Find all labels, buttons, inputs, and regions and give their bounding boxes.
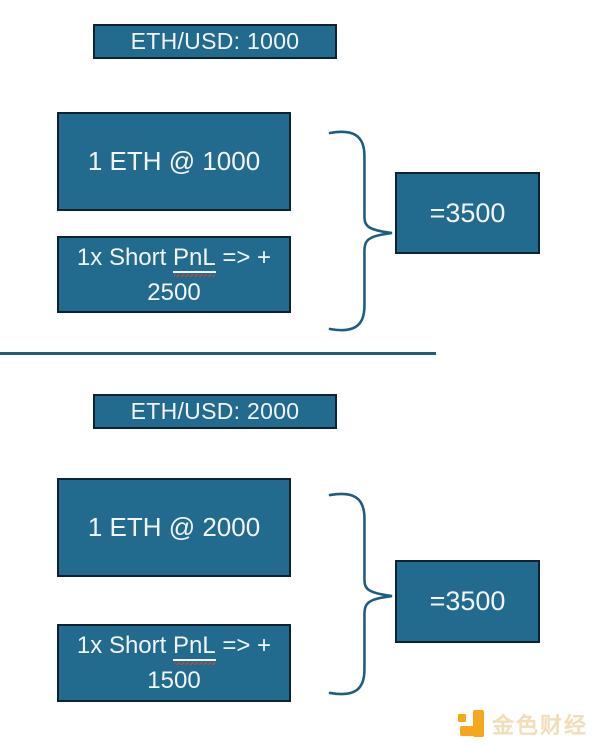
result-box-2-label: =3500	[429, 586, 506, 616]
jinse-finance-watermark: 金色财经	[457, 708, 588, 740]
logo-square	[457, 714, 466, 722]
pnl-box-2-line1: 1x Short PnL => +	[77, 628, 271, 663]
pnl-box-1-value: 2500	[147, 278, 201, 306]
price-header-2: ETH/USD: 2000	[93, 394, 337, 429]
result-box-1: =3500	[395, 172, 540, 254]
jinse-logo-icon	[457, 710, 485, 738]
asset-box-1: 1 ETH @ 1000	[57, 112, 291, 211]
price-header-2-label: ETH/USD: 2000	[130, 398, 300, 424]
pnl-prefix: 1x Short	[76, 632, 167, 659]
section-divider	[0, 352, 436, 355]
result-box-1-label: =3500	[429, 197, 506, 228]
logo-bar	[472, 710, 484, 737]
curly-brace-1	[328, 130, 393, 332]
pnl-box-1-line1: 1x Short PnL => +	[77, 240, 271, 275]
logo-foot	[459, 726, 474, 736]
pnl-suffix: => +	[222, 632, 272, 659]
asset-box-1-label: 1 ETH @ 1000	[87, 146, 261, 176]
pnl-term-underlined: PnL	[172, 243, 216, 273]
pnl-suffix: => +	[222, 243, 272, 271]
pnl-prefix: 1x Short	[76, 243, 167, 271]
result-box-2: =3500	[395, 560, 540, 643]
watermark-text: 金色财经	[491, 713, 588, 738]
price-header-1: ETH/USD: 1000	[93, 24, 337, 59]
curly-brace-2	[328, 492, 393, 696]
asset-box-2: 1 ETH @ 2000	[57, 478, 291, 577]
pnl-box-2: 1x Short PnL => + 1500	[57, 624, 291, 702]
pnl-term-underlined: PnL	[172, 632, 216, 661]
price-header-1-label: ETH/USD: 1000	[130, 28, 300, 54]
pnl-box-1: 1x Short PnL => + 2500	[57, 236, 291, 313]
pnl-box-2-value: 1500	[147, 667, 201, 694]
asset-box-2-label: 1 ETH @ 2000	[87, 512, 261, 542]
